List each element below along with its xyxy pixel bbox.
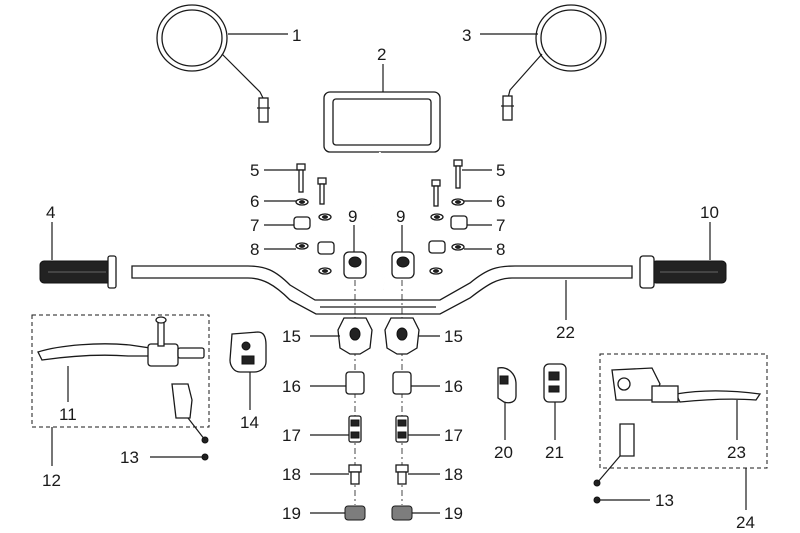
- callout-12: 12: [42, 471, 61, 490]
- callout-1: 1: [292, 26, 301, 45]
- upper-clamp-left: [343, 251, 367, 279]
- callout-9-left: 9: [348, 207, 357, 226]
- right-mirror: [501, 4, 607, 121]
- riser-hardware-left: [293, 163, 335, 275]
- callout-21: 21: [545, 443, 564, 462]
- leader-lines: [51, 33, 747, 514]
- callout-5-right: 5: [496, 161, 505, 180]
- callout-19-left: 19: [282, 504, 301, 523]
- callout-19-right: 19: [444, 504, 463, 523]
- callout-9-right: 9: [396, 207, 405, 226]
- callout-22: 22: [556, 323, 575, 342]
- callout-3: 3: [462, 26, 471, 45]
- right-lever-group-box: [599, 353, 768, 469]
- riser-stack-left: [337, 317, 373, 521]
- callout-18-right: 18: [444, 465, 463, 484]
- clutch-lever-assembly: [37, 316, 209, 461]
- callout-10: 10: [700, 203, 719, 222]
- callout-labels: 1 2 3 4 5 5 6 6 7 7 8 8 9 9 10 11 12 13 …: [42, 26, 755, 532]
- left-lever-group-box: [31, 314, 210, 428]
- callout-5-left: 5: [250, 161, 259, 180]
- right-grip: [639, 255, 727, 289]
- callout-15-right: 15: [444, 327, 463, 346]
- callout-17-right: 17: [444, 426, 463, 445]
- riser-hardware-right: [428, 159, 468, 275]
- right-switch-housing: [543, 363, 567, 403]
- callout-8-left: 8: [250, 240, 259, 259]
- upper-clamp-right: [391, 251, 415, 279]
- callout-7-left: 7: [250, 216, 259, 235]
- left-mirror: [156, 4, 270, 123]
- callout-14: 14: [240, 413, 259, 432]
- handlebar: [131, 265, 633, 315]
- riser-stack-right: [384, 317, 420, 521]
- instrument-display: [323, 91, 441, 291]
- callout-4: 4: [46, 203, 55, 222]
- callout-15-left: 15: [282, 327, 301, 346]
- brake-master-cylinder: [593, 367, 762, 504]
- left-grip: [39, 255, 117, 289]
- callout-6-right: 6: [496, 192, 505, 211]
- callout-13-right: 13: [655, 491, 674, 510]
- callout-6-left: 6: [250, 192, 259, 211]
- left-switch-housing: [229, 331, 267, 373]
- callout-7-right: 7: [496, 216, 505, 235]
- callout-11: 11: [59, 405, 77, 424]
- callout-2: 2: [377, 45, 386, 64]
- callout-20: 20: [494, 443, 513, 462]
- callout-13-left: 13: [120, 448, 139, 467]
- callout-24: 24: [736, 513, 755, 532]
- callout-23: 23: [727, 443, 746, 462]
- callout-18-left: 18: [282, 465, 301, 484]
- throttle-housing: [497, 367, 517, 404]
- callout-16-right: 16: [444, 377, 463, 396]
- callout-8-right: 8: [496, 240, 505, 259]
- callout-17-left: 17: [282, 426, 301, 445]
- callout-16-left: 16: [282, 377, 301, 396]
